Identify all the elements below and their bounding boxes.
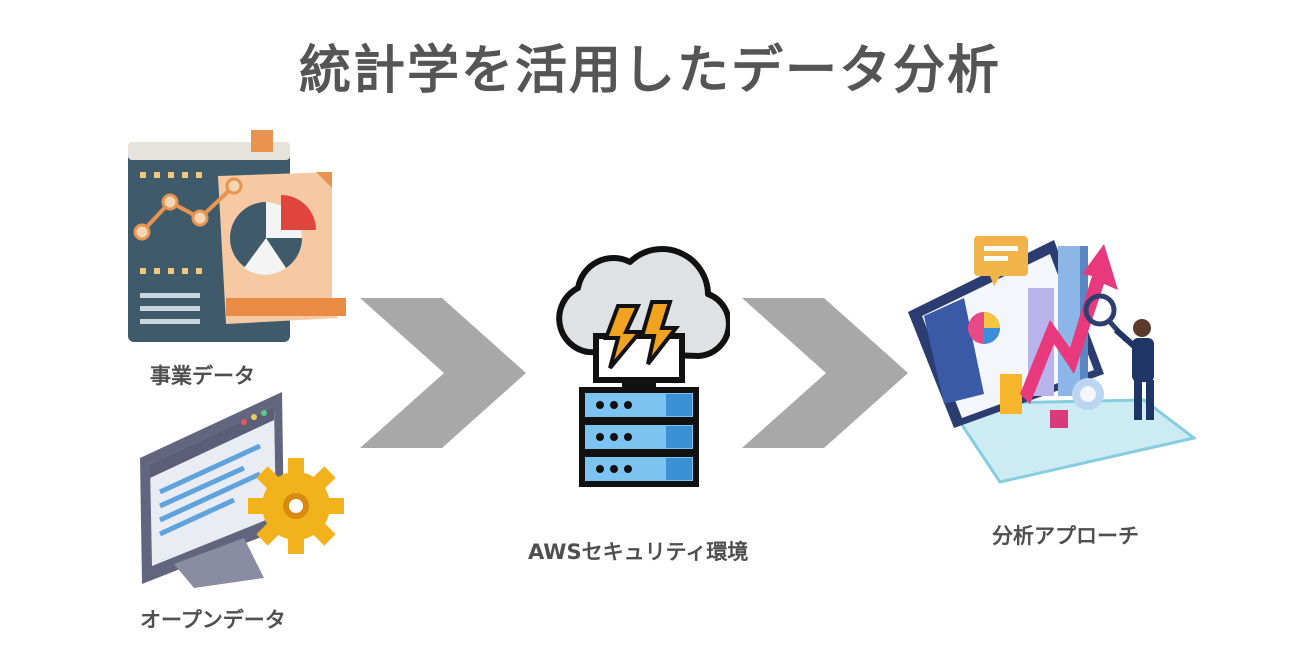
aws-label: AWSセキュリティ環境 [528,540,749,564]
business-data-label: 事業データ [150,364,255,388]
analysis-label: 分析アプローチ [992,524,1139,548]
flow-arrow-1 [360,298,526,448]
business-data-node [126,128,350,346]
monitor-settings-icon [140,392,344,588]
business-report-icon [128,130,346,342]
open-data-node [134,388,344,588]
analysis-node [904,224,1198,486]
cloud-server-icon [556,246,732,487]
aws-node [548,232,732,498]
open-data-label: オープンデータ [140,608,286,632]
page-title: 統計学を活用したデータ分析 [298,41,1001,101]
data-analysis-dashboard-icon [908,236,1198,484]
flow-arrow-2 [742,298,908,448]
